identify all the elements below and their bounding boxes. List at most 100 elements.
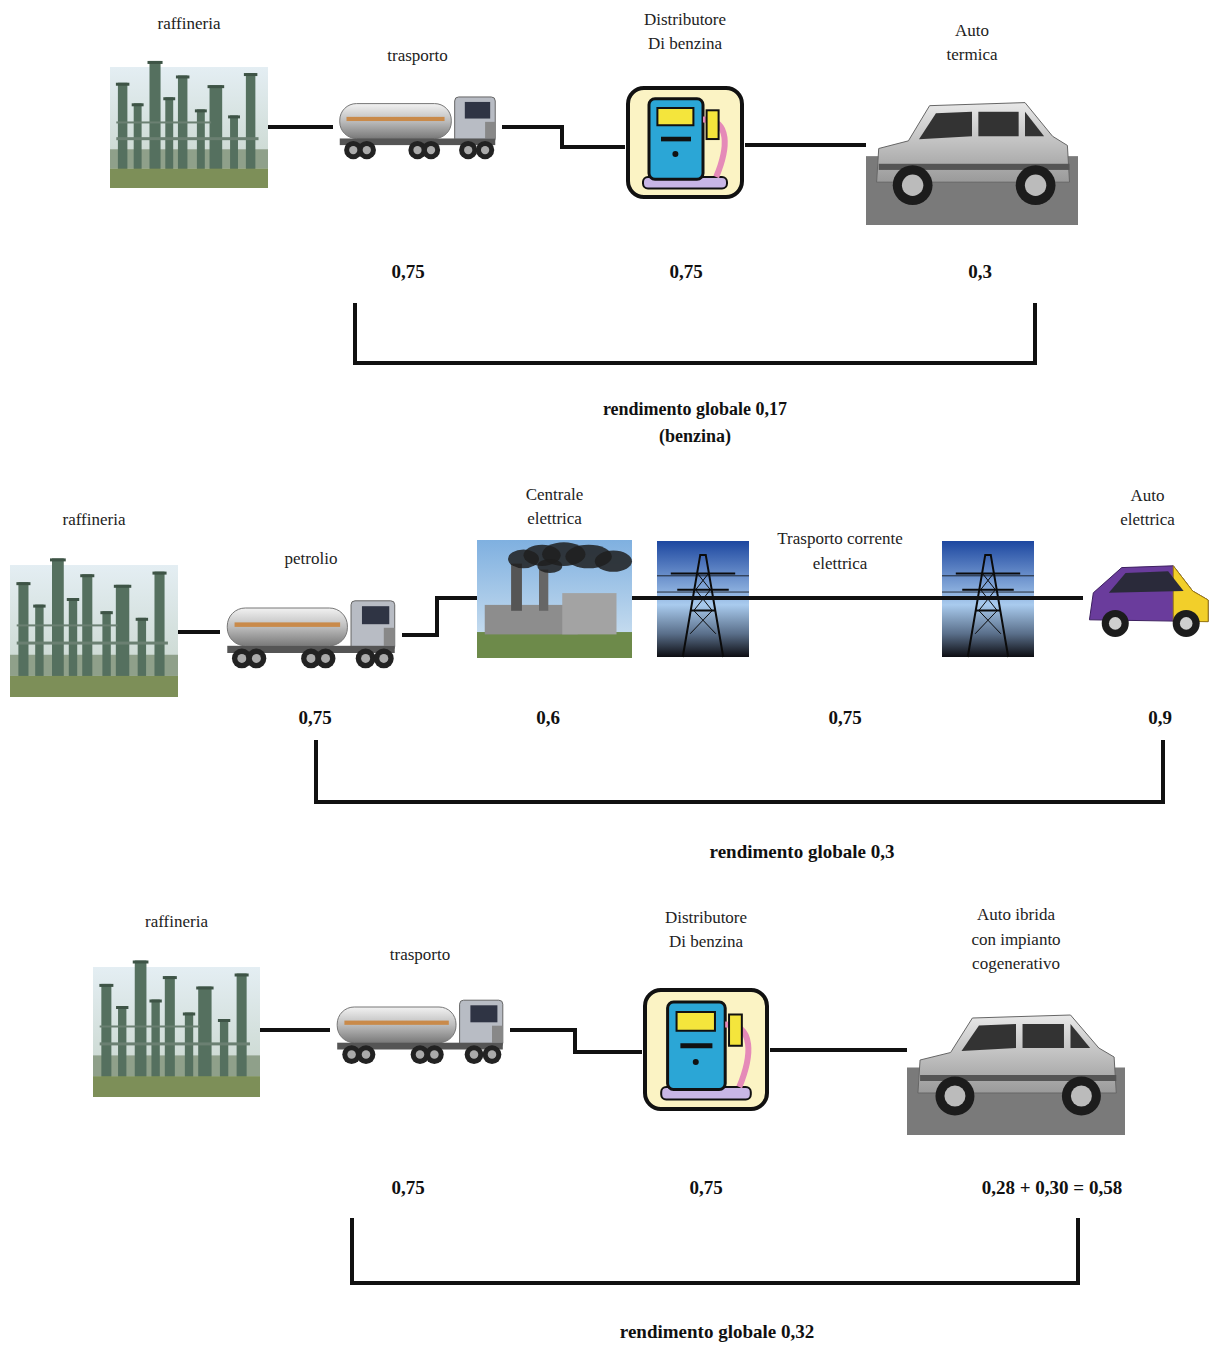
pump-frame <box>645 990 767 1109</box>
picture-area <box>907 977 1125 1135</box>
tower <box>165 97 173 170</box>
picture-node: Distributore Di benzina <box>642 906 770 1112</box>
node-caption: raffineria <box>34 508 154 533</box>
efficiency-value: 0,9 <box>1148 707 1172 729</box>
pump-body <box>668 1002 726 1090</box>
smoke <box>595 551 632 572</box>
hub <box>416 1050 425 1059</box>
tower-top <box>80 574 94 577</box>
car-picture <box>907 985 1125 1135</box>
tank-stripe <box>235 622 341 627</box>
wires <box>942 576 1034 592</box>
tower-top <box>116 83 129 86</box>
cab <box>460 1000 503 1047</box>
efficiency-value: 0,75 <box>828 707 861 729</box>
pump-slot <box>661 137 691 142</box>
picture-node: raffineria <box>10 508 178 697</box>
hub <box>488 1050 497 1059</box>
tower <box>69 598 77 677</box>
picture-node: trasporto <box>330 943 510 1075</box>
hub <box>237 654 246 663</box>
picture-area <box>477 532 632 658</box>
hub <box>413 146 421 154</box>
smoke <box>537 559 562 573</box>
picture-node: Auto termica <box>866 19 1078 225</box>
truck-picture <box>330 990 510 1075</box>
window <box>1109 571 1184 593</box>
hub <box>1180 617 1193 630</box>
hub <box>1071 1086 1092 1107</box>
tower <box>101 984 111 1078</box>
tower-top <box>149 1000 161 1003</box>
pylon-legs <box>968 555 1008 657</box>
background <box>220 590 402 680</box>
background <box>866 72 1078 225</box>
efficiency-value: rendimento globale 0,3 <box>710 841 895 863</box>
tower <box>220 1019 228 1078</box>
ground <box>93 1076 260 1097</box>
ground <box>10 676 178 697</box>
refinery-picture <box>93 961 260 1098</box>
wheel <box>1173 610 1200 637</box>
tower-top <box>218 1019 230 1022</box>
window <box>978 112 1018 136</box>
hub <box>379 654 388 663</box>
fuel-pump-picture <box>645 990 767 1109</box>
picture-area <box>642 955 770 1112</box>
hub <box>470 1050 479 1059</box>
tower <box>230 115 238 169</box>
picture-node: petrolio <box>220 547 402 680</box>
sky <box>10 565 178 697</box>
efficiency-value: 0,28 + 0,30 = 0,58 <box>982 1177 1122 1199</box>
tower <box>52 558 64 677</box>
tower-top <box>136 618 148 621</box>
pump-slot <box>680 1043 712 1048</box>
plant-base <box>110 149 268 168</box>
node-caption: Auto elettrica <box>1113 484 1183 533</box>
tower <box>134 103 142 170</box>
wires <box>657 576 749 592</box>
hub <box>944 1086 965 1107</box>
node-caption: Distributore Di benzina <box>638 8 733 57</box>
tower-top <box>148 61 163 64</box>
tank <box>227 608 347 646</box>
cab <box>351 601 395 651</box>
hub <box>464 146 472 154</box>
window <box>962 1024 1017 1051</box>
sky <box>93 967 260 1097</box>
tank <box>340 104 452 139</box>
pump-screen <box>677 1012 715 1031</box>
efficiency-value: 0,6 <box>536 707 560 729</box>
wheel <box>459 141 477 159</box>
hub <box>307 654 316 663</box>
tank-stripe <box>347 117 445 121</box>
cab <box>455 97 496 143</box>
tower-top <box>196 987 213 990</box>
hub <box>481 146 489 154</box>
picture-area <box>10 533 178 697</box>
tower <box>138 618 146 677</box>
connector <box>502 127 625 147</box>
wheel <box>465 1045 484 1064</box>
pump-nozzle <box>729 1015 742 1046</box>
picture-node: Auto ibrida con impianto cogenerativo <box>907 903 1125 1135</box>
connector <box>402 598 477 635</box>
grille <box>485 122 495 139</box>
wheel <box>422 141 440 159</box>
tower-top <box>152 572 166 575</box>
tower-top <box>208 85 225 88</box>
tower-top <box>132 103 144 106</box>
node-caption: Distributore Di benzina <box>659 906 754 955</box>
tower <box>154 572 164 678</box>
window <box>1025 112 1044 136</box>
tower <box>246 73 255 170</box>
connector <box>178 630 220 634</box>
tower <box>118 83 127 170</box>
node-caption: Auto termica <box>941 19 1003 68</box>
wheel <box>935 1077 974 1116</box>
electric-car-picture <box>1083 555 1212 645</box>
tower <box>151 1000 159 1078</box>
tower-top <box>176 75 189 78</box>
